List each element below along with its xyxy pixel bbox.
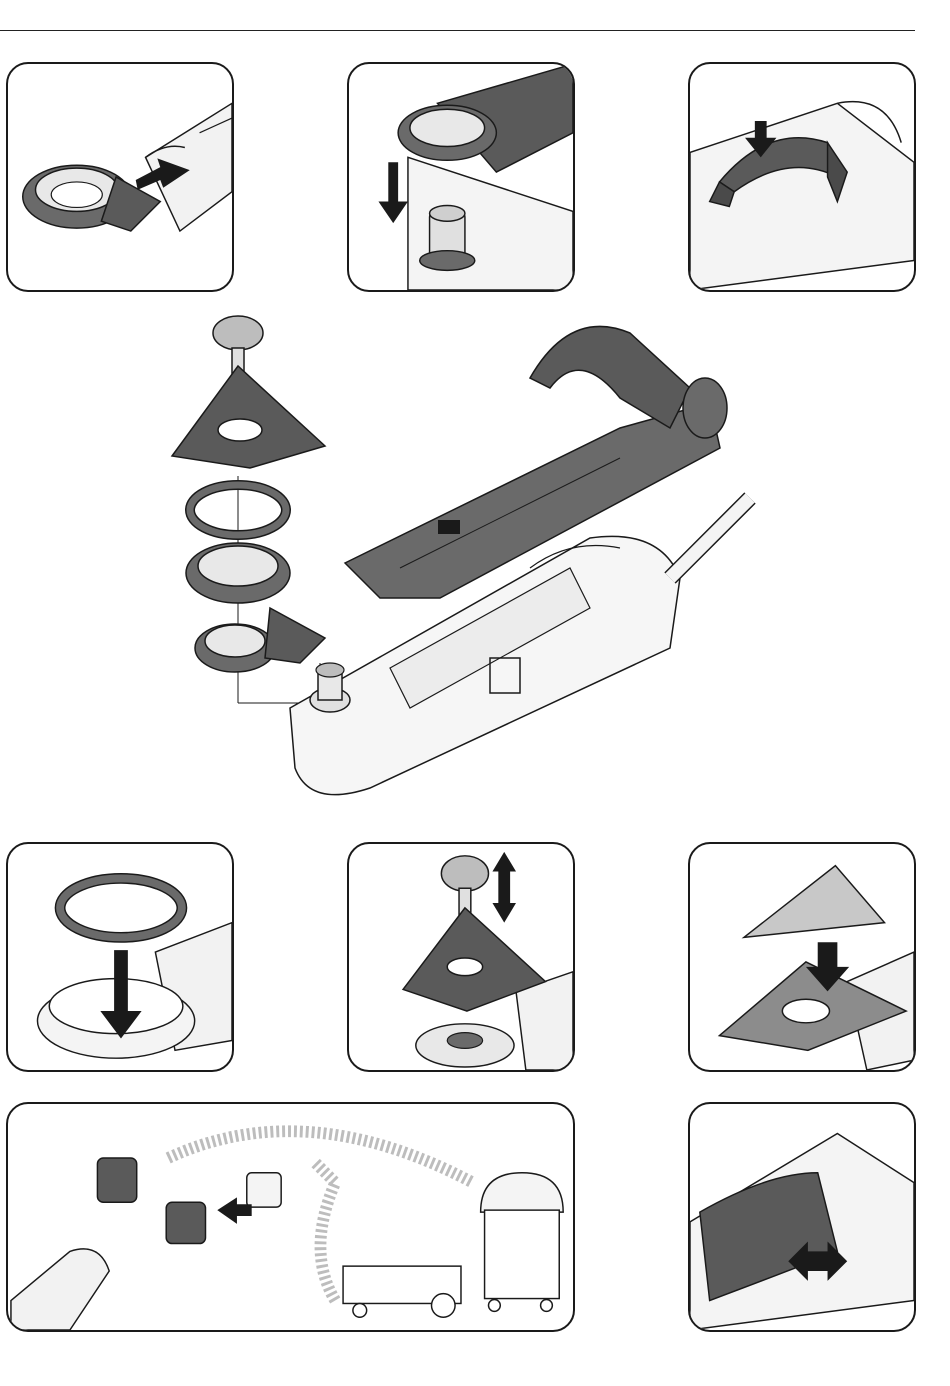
panel-4: [6, 842, 234, 1072]
cup-insert: [186, 543, 290, 603]
dust-hood: [195, 608, 325, 672]
panel-2-illustration: [349, 64, 573, 290]
power-cord: [670, 498, 750, 578]
multitool-body: [290, 536, 680, 794]
vacuum-cleaner-small: [343, 1266, 461, 1317]
panel-7: [6, 1102, 575, 1332]
adapter-large: [97, 1158, 136, 1202]
vacuum-cleaner-large: [481, 1173, 564, 1312]
panel-1-illustration: [8, 64, 232, 290]
arrow-down-icon: [378, 162, 407, 223]
panel-8-illustration: [690, 1104, 914, 1330]
panel-1: [6, 62, 234, 292]
adapter-small: [166, 1202, 205, 1243]
panel-3: [688, 62, 916, 292]
panel-4-illustration: [8, 844, 232, 1070]
exploded-assembly-view: [150, 308, 770, 828]
panel-2: [347, 62, 575, 292]
sanding-sheet: [744, 866, 884, 938]
panel-6: [688, 842, 916, 1072]
header-rule: [0, 30, 915, 31]
panel-8: [688, 1102, 916, 1332]
panel-5: [347, 842, 575, 1072]
clip-hood: [530, 326, 727, 438]
panel-6-illustration: [690, 844, 914, 1070]
double-arrow-vertical-icon: [492, 852, 516, 923]
sanding-pad: [172, 366, 325, 468]
panel-3-illustration: [690, 64, 914, 290]
panel-7-illustration: [8, 1104, 573, 1330]
panel-5-illustration: [349, 844, 573, 1070]
